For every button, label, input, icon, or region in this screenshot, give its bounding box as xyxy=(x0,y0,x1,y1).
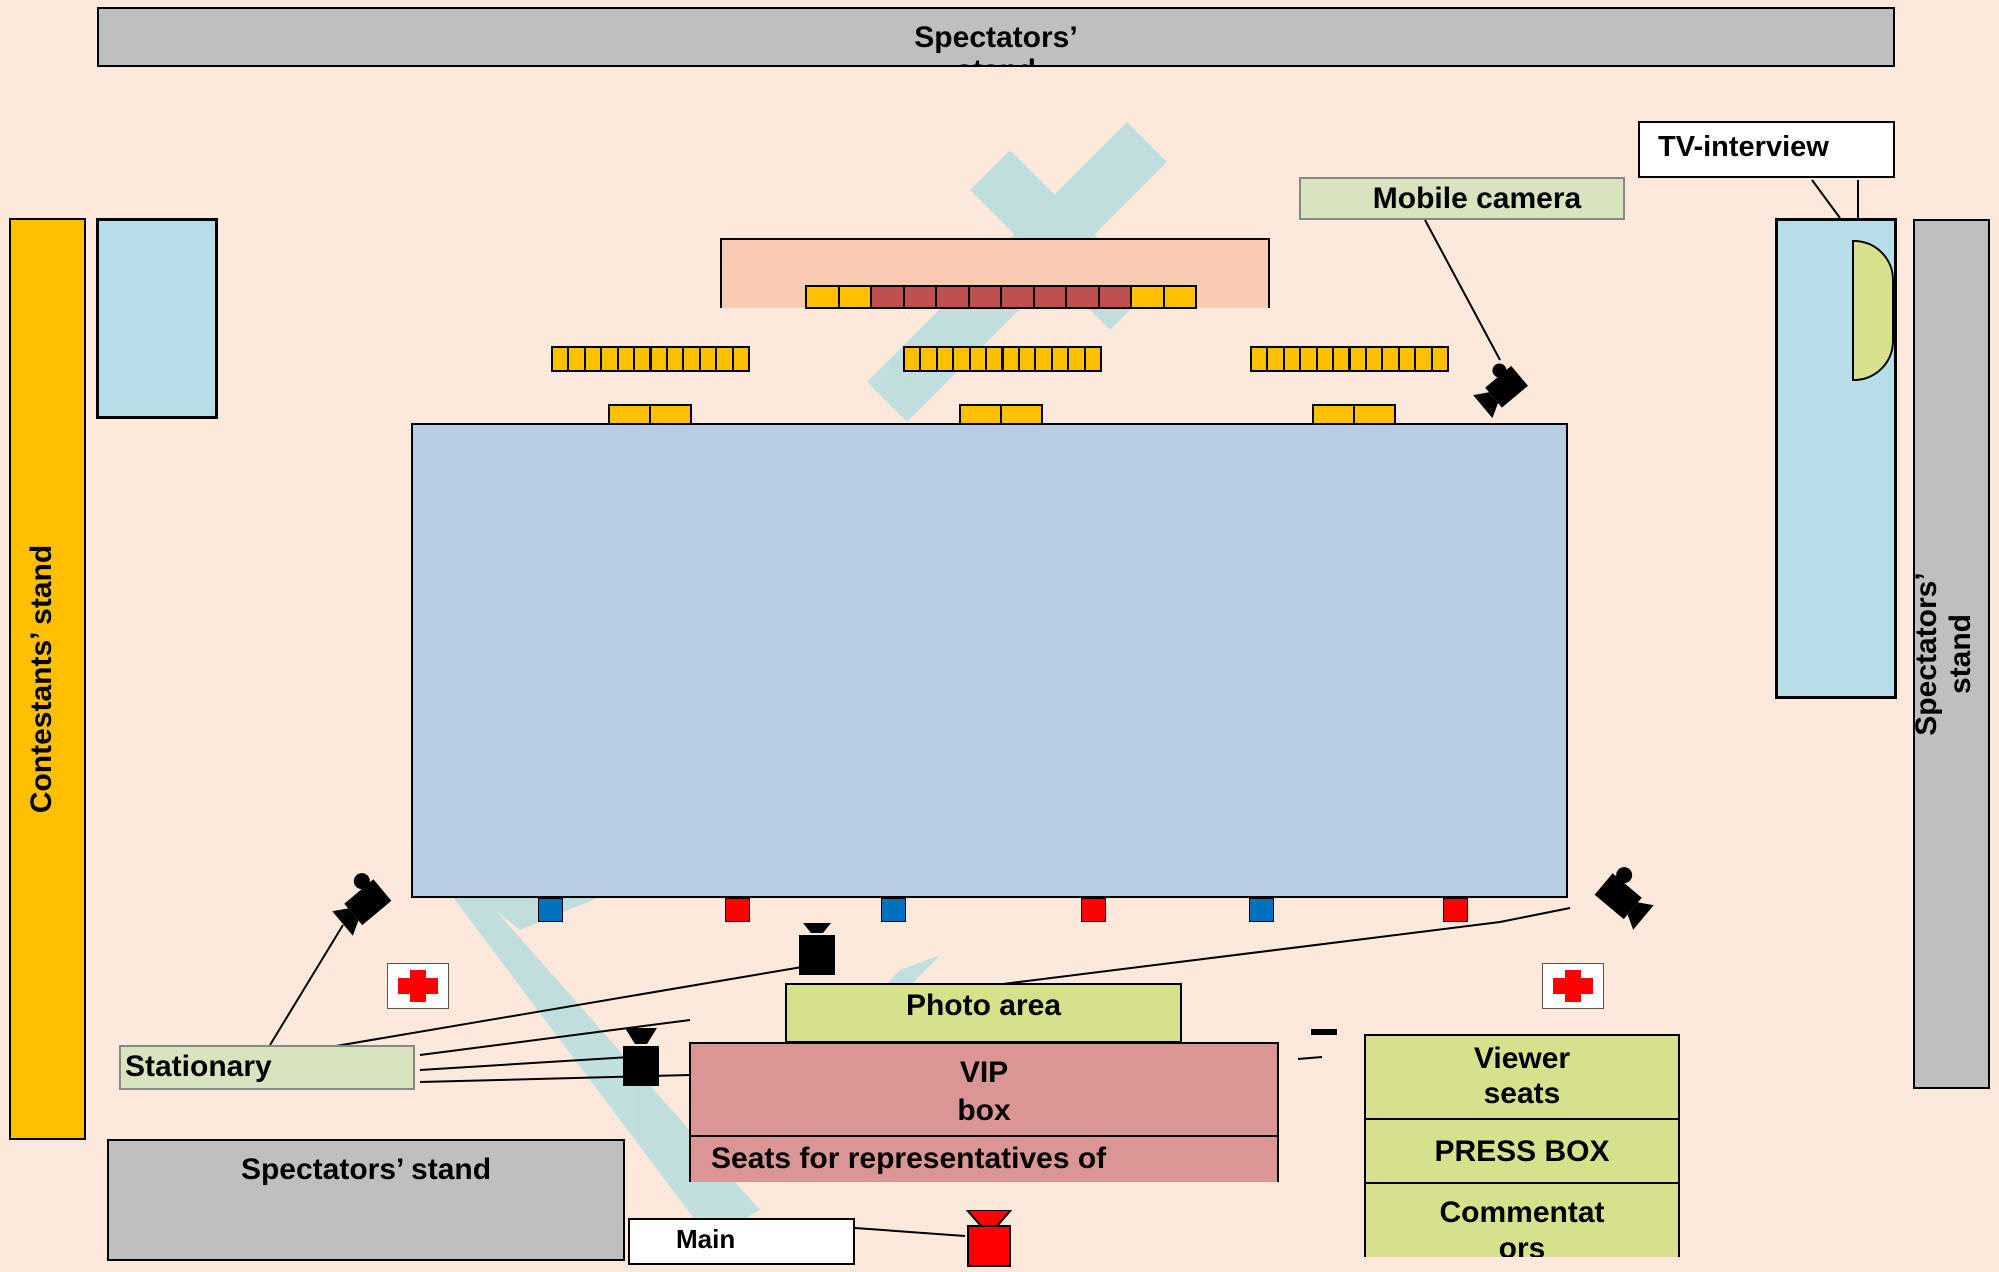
commentators-label: Commentat ors xyxy=(1439,1196,1605,1257)
main-camera-label: Main xyxy=(676,1224,736,1254)
seat xyxy=(967,285,1002,309)
seat xyxy=(870,285,905,309)
bottom-left-spectators-stand: Spectators’ stand xyxy=(107,1139,625,1261)
video-camera-icon xyxy=(1472,357,1538,424)
seat-row-right xyxy=(1250,346,1449,372)
vip-box: VIP box xyxy=(689,1042,1279,1137)
press-box: PRESS BOX xyxy=(1364,1118,1680,1184)
main-camera-label-box: Main xyxy=(628,1218,855,1265)
seat xyxy=(1065,285,1100,309)
seat xyxy=(935,285,970,309)
video-camera-icon xyxy=(330,868,400,941)
stationary-label: Stationary xyxy=(125,1050,272,1083)
viewer-seats: Viewer seats xyxy=(1364,1034,1680,1120)
tv-interview-callout: TV-interview area xyxy=(1638,121,1895,178)
commentators-box: Commentat ors xyxy=(1364,1182,1680,1257)
field-marker-blue xyxy=(881,898,906,922)
right-spectators-stand: Spectators’ stand xyxy=(1913,219,1990,1089)
seat xyxy=(1430,346,1449,372)
representatives-seats: Seats for representatives of xyxy=(689,1136,1279,1182)
top-spectators-stand: Spectators’ stand xyxy=(97,7,1895,67)
tv-interview-podium xyxy=(1852,240,1894,381)
contestants-stand: Contestants’ stand xyxy=(9,218,86,1140)
press-box-label: PRESS BOX xyxy=(1434,1135,1610,1168)
seat-row-left xyxy=(551,346,750,372)
bottom-left-stand-label: Spectators’ stand xyxy=(240,1153,492,1186)
top-stand-label: Spectators’ stand xyxy=(914,21,1078,65)
video-camera-icon xyxy=(1586,862,1656,935)
video-camera-icon xyxy=(621,1028,661,1093)
viewer-seats-label: Viewer seats xyxy=(1473,1042,1571,1110)
field-marker-blue xyxy=(1249,898,1274,922)
warmup-zone-left xyxy=(96,218,218,419)
seat xyxy=(731,346,750,372)
video-camera-icon xyxy=(797,923,837,982)
first-aid-cross-icon xyxy=(1542,963,1604,1009)
field-marker-red xyxy=(725,898,750,922)
vip-box-label: VIP box xyxy=(957,1056,1011,1127)
photo-area-label: Photo area xyxy=(905,989,1062,1022)
competition-field xyxy=(411,423,1568,898)
stationary-camera-label-box: Stationary xyxy=(119,1045,415,1090)
tv-interview-label: TV-interview area xyxy=(1658,131,1829,176)
mobile-camera-label-box: Mobile camera xyxy=(1299,177,1625,220)
main-camera-icon xyxy=(964,1209,1014,1272)
video-camera-icon xyxy=(1309,1026,1339,1044)
first-aid-cross-icon xyxy=(387,963,449,1009)
seat-row-center xyxy=(903,346,1102,372)
field-marker-red xyxy=(1443,898,1468,922)
field-marker-red xyxy=(1081,898,1106,922)
judges-seat-row xyxy=(805,285,1197,309)
seat-pair-center xyxy=(959,404,1043,426)
tv-zone-right xyxy=(1775,218,1897,699)
photo-area: Photo area xyxy=(785,983,1182,1043)
seat xyxy=(1162,285,1197,309)
mobile-camera-label: Mobile camera xyxy=(1372,182,1582,215)
field-marker-blue xyxy=(538,898,563,922)
representatives-label: Seats for representatives of xyxy=(711,1142,1107,1175)
seat xyxy=(1083,346,1102,372)
seat xyxy=(1000,285,1035,309)
